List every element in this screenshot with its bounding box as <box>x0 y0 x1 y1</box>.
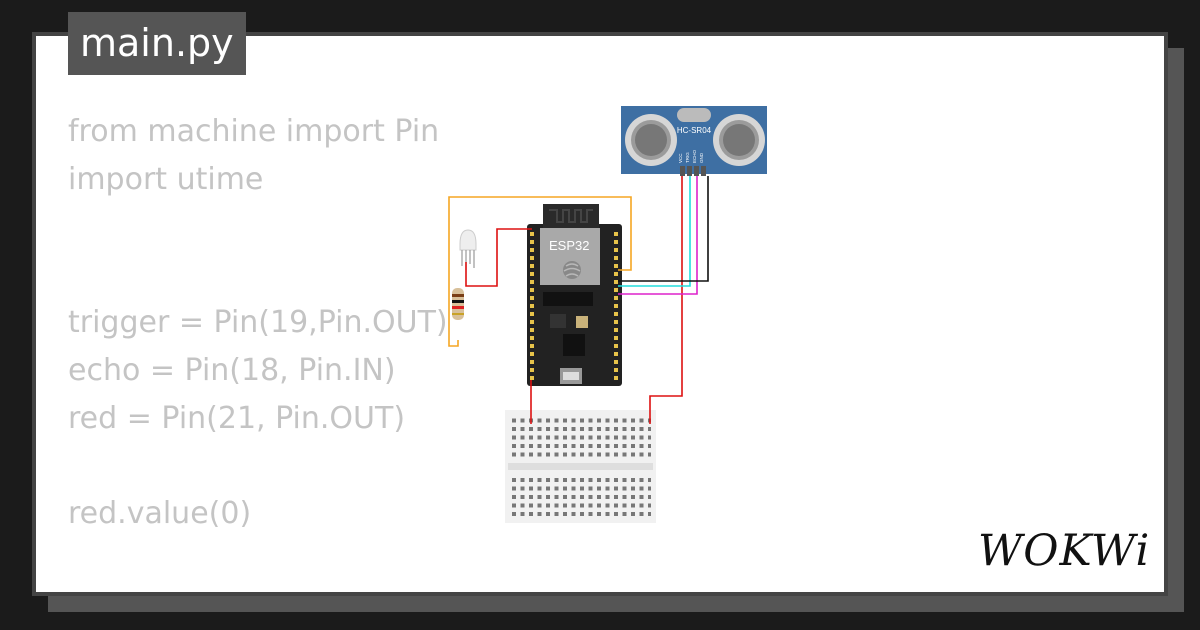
code-preview: from machine import Pin import utime trigg… <box>68 108 448 593</box>
file-tab[interactable]: main.py <box>68 12 246 75</box>
pin-label: VCC <box>678 153 683 163</box>
code-line: time_buffer=0 <box>68 586 448 593</box>
code-line: red.value(0) <box>68 496 252 532</box>
code-line: import utime <box>68 161 264 197</box>
code-line: trigger = Pin(19,Pin.OUT) <box>68 305 448 341</box>
pin-label: ECHO <box>692 149 697 163</box>
esp32-label: ESP32 <box>549 238 589 253</box>
wires <box>448 176 709 424</box>
wokwi-logo: WOKWi <box>978 526 1150 575</box>
logo-text: WOKWi <box>978 526 1150 575</box>
code-line: from machine import Pin <box>68 114 440 149</box>
code-line: red = Pin(21, Pin.OUT) <box>68 400 406 436</box>
code-line: echo = Pin(18, Pin.IN) <box>68 352 396 388</box>
pin-label: GND <box>699 152 704 163</box>
esp32-board[interactable]: ESP32 <box>527 204 622 386</box>
breadboard[interactable] <box>505 410 656 523</box>
sensor-label: HC-SR04 <box>677 126 712 135</box>
rgb-led[interactable] <box>459 229 477 270</box>
resistor[interactable] <box>452 288 464 320</box>
ultrasonic-sensor[interactable]: HC-SR04 VCC TRIG ECHO GND <box>621 106 767 176</box>
pin-label: TRIG <box>685 152 690 163</box>
